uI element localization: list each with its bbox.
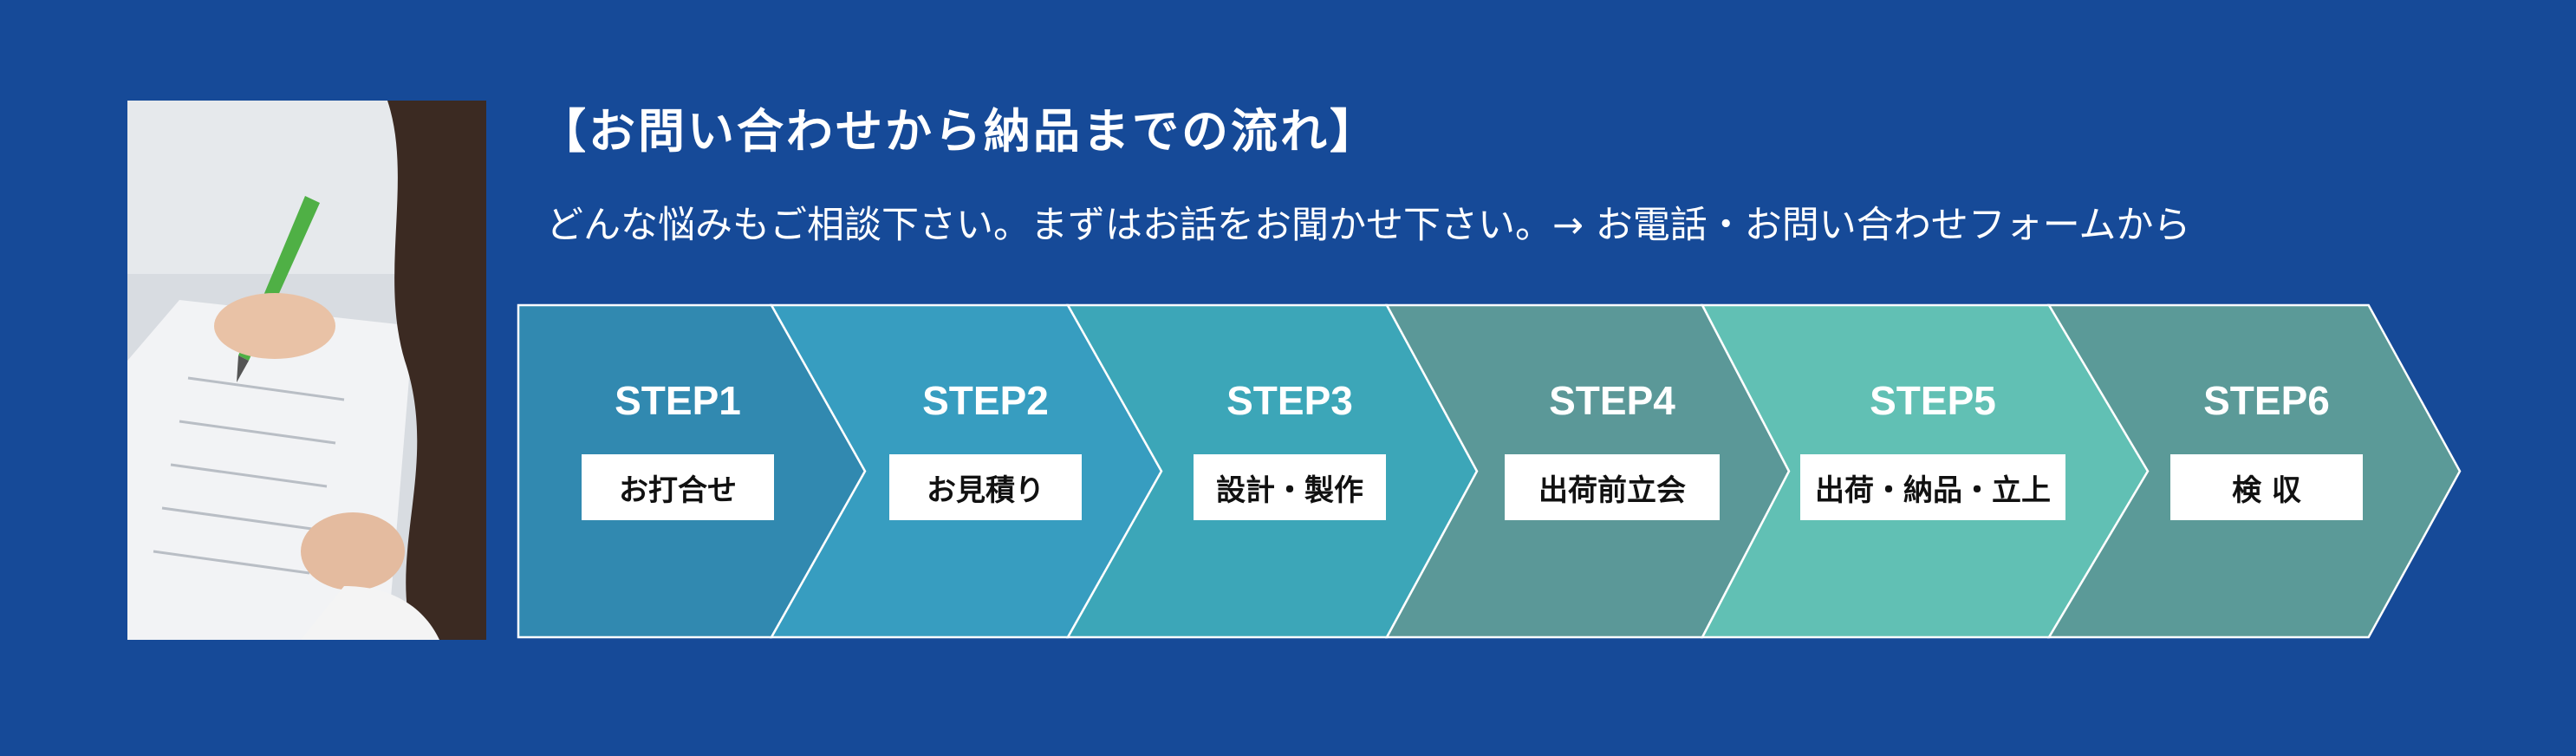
step-label-box-5 [1800, 454, 2065, 520]
step-label-4: 出荷前立会 [1538, 473, 1686, 508]
step-label-box-3 [1194, 454, 1386, 520]
step-number-5: STEP5 [1870, 378, 1996, 423]
step-number-3: STEP3 [1226, 378, 1353, 423]
contact-guidance-text: どんな悩みもご相談下さい。まずはお話をお聞かせ下さい。→ お電話・お問い合わせフ… [546, 204, 2191, 247]
page-title: 【お問い合わせから納品までの流れ】 [539, 104, 1379, 159]
step-label-box-2 [889, 454, 1082, 520]
step-label-1: お打合せ [619, 473, 737, 508]
step-label-box-4 [1505, 454, 1720, 520]
step-number-2: STEP2 [922, 378, 1049, 423]
step-label-2: お見積り [927, 473, 1044, 508]
consultation-photo [127, 101, 486, 640]
step-label-box-1 [582, 454, 774, 520]
step-label-box-6 [2170, 454, 2363, 520]
step-label-6: 検 収 [2232, 473, 2301, 508]
step-number-4: STEP4 [1549, 378, 1675, 423]
step-label-5: 出荷・納品・立上 [1815, 473, 2051, 508]
step-number-1: STEP1 [615, 378, 741, 423]
step-number-6: STEP6 [2203, 378, 2330, 423]
step-label-3: 設計・製作 [1216, 473, 1363, 508]
